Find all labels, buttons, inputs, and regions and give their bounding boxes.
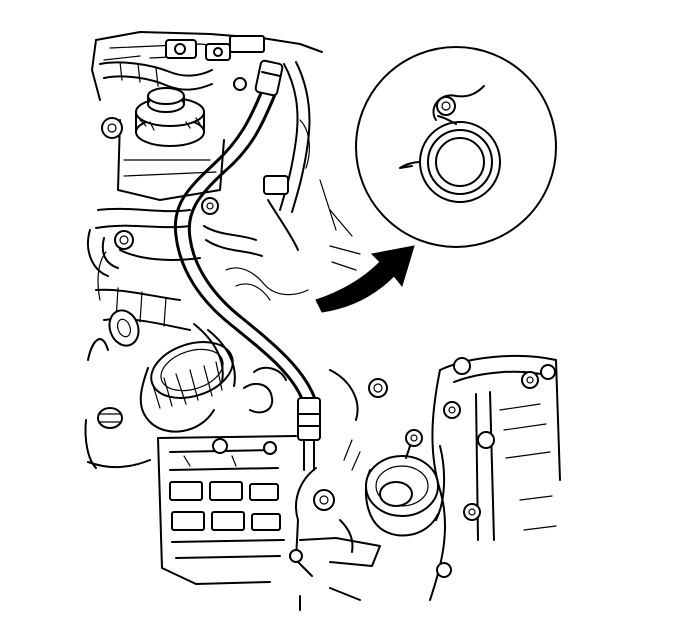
transmission-housing [429,354,561,601]
sensor-cap [364,429,446,537]
reservoir-body [95,117,225,229]
detail-callout-circle [355,46,557,248]
upper-engine-area [91,31,323,101]
oil-filter [139,323,236,433]
upper-right-tube [263,61,353,251]
vacuum-pipe [173,59,321,471]
hose-clamp-icon [399,85,501,203]
left-bolts [84,309,140,469]
reservoir-cap [135,87,205,147]
center-lower-brackets [289,369,388,611]
center-wiring [201,197,361,301]
mid-left-hoses [87,229,201,331]
lower-left-edge [87,251,151,469]
callout-arrow [315,245,415,313]
engine-block-lower [157,366,297,585]
